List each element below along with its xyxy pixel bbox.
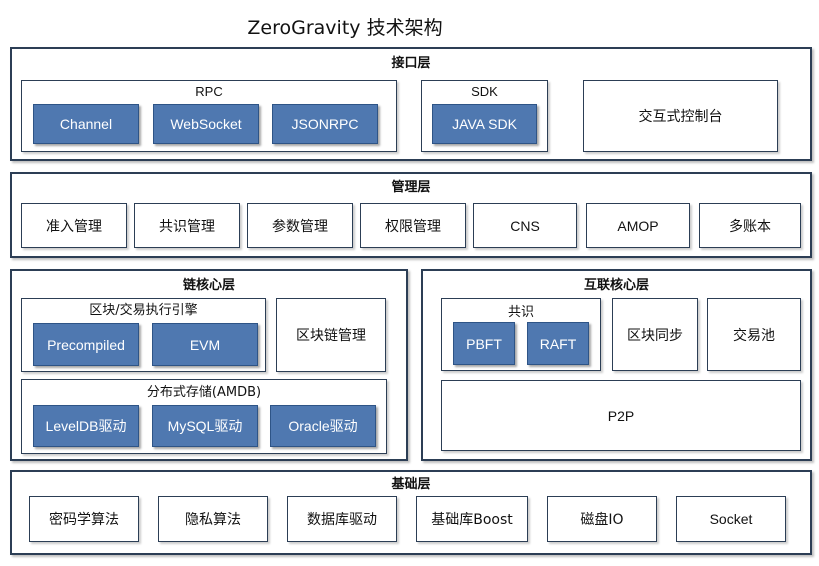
management-layer-label: 管理层 xyxy=(391,180,431,195)
amop-box: AMOP xyxy=(586,203,690,248)
consensus-management-box: 共识管理 xyxy=(134,203,240,248)
cns-box: CNS xyxy=(473,203,577,248)
interconnect-core-layer-label: 互联核心层 xyxy=(583,278,649,293)
java-sdk-box: JAVA SDK xyxy=(432,104,537,144)
privacy-algorithm-box: 隐私算法 xyxy=(158,496,268,542)
interface-layer-label: 接口层 xyxy=(391,56,431,71)
evm-box: EVM xyxy=(152,323,258,366)
transaction-pool-box: 交易池 xyxy=(707,298,801,371)
block-sync-box: 区块同步 xyxy=(612,298,698,371)
base-library-boost-box: 基础库Boost xyxy=(416,496,528,542)
diagram-title: ZeroGravity 技术架构 xyxy=(247,17,443,39)
access-management-box: 准入管理 xyxy=(21,203,127,248)
disk-io-box: 磁盘IO xyxy=(547,496,657,542)
permission-management-box: 权限管理 xyxy=(360,203,466,248)
distributed-storage-label: 分布式存储(AMDB) xyxy=(146,385,262,400)
multi-ledger-box: 多账本 xyxy=(699,203,801,248)
chain-core-layer-label: 链核心层 xyxy=(182,278,235,293)
parameter-management-box: 参数管理 xyxy=(247,203,353,248)
jsonrpc-box: JSONRPC xyxy=(272,104,378,144)
precompiled-box: Precompiled xyxy=(33,323,139,366)
database-driver-box: 数据库驱动 xyxy=(287,496,397,542)
raft-box: RAFT xyxy=(527,322,589,365)
oracle-driver-box: Oracle驱动 xyxy=(270,405,376,447)
socket-box: Socket xyxy=(676,496,786,542)
leveldb-driver-box: LevelDB驱动 xyxy=(33,405,139,447)
execution-engine-label: 区块/交易执行引擎 xyxy=(89,303,198,318)
console-box: 交互式控制台 xyxy=(583,80,778,152)
cryptography-box: 密码学算法 xyxy=(29,496,139,542)
sdk-group-label: SDK xyxy=(471,84,498,99)
rpc-group-label: RPC xyxy=(195,84,223,99)
channel-box: Channel xyxy=(33,104,139,144)
base-layer-label: 基础层 xyxy=(391,477,431,492)
websocket-box: WebSocket xyxy=(153,104,259,144)
p2p-box: P2P xyxy=(441,380,801,451)
pbft-box: PBFT xyxy=(453,322,515,365)
consensus-group-label: 共识 xyxy=(507,305,534,320)
blockchain-management-box: 区块链管理 xyxy=(276,298,386,372)
mysql-driver-box: MySQL驱动 xyxy=(152,405,258,447)
